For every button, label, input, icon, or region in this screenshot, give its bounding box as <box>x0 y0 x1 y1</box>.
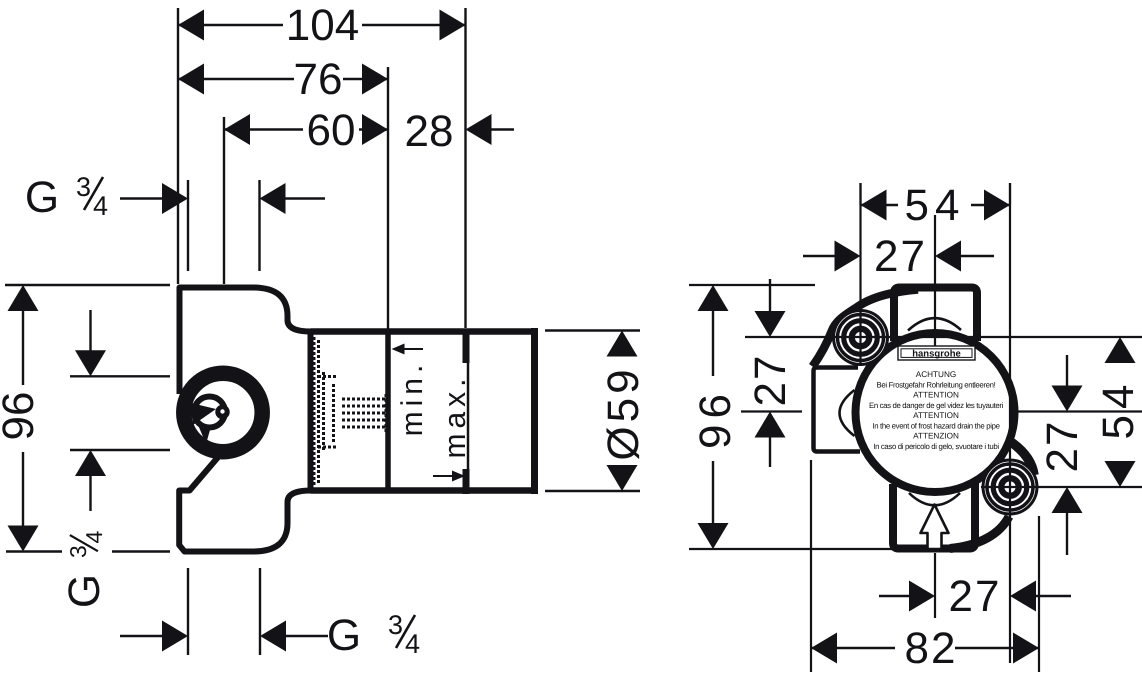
svg-text:27: 27 <box>949 572 1002 621</box>
svg-text:3: 3 <box>66 545 92 558</box>
svg-text:Ø59: Ø59 <box>599 365 648 460</box>
svg-text:4: 4 <box>93 191 108 221</box>
svg-text:3: 3 <box>388 610 403 640</box>
svg-text:ATTENZION: ATTENZION <box>913 432 959 441</box>
svg-text:27: 27 <box>746 354 795 407</box>
svg-text:4: 4 <box>405 629 420 659</box>
svg-text:G: G <box>60 574 109 608</box>
svg-text:104: 104 <box>286 1 359 50</box>
svg-text:ATTENTION: ATTENTION <box>913 411 959 420</box>
svg-text:ACHTUNG: ACHTUNG <box>916 370 956 379</box>
svg-text:76: 76 <box>294 55 343 104</box>
svg-text:27: 27 <box>1038 420 1087 473</box>
svg-text:82: 82 <box>905 624 958 673</box>
svg-text:27: 27 <box>874 232 927 281</box>
svg-text:60: 60 <box>307 106 356 155</box>
svg-text:54: 54 <box>905 181 966 230</box>
svg-text:min.: min. <box>396 360 429 437</box>
svg-text:3: 3 <box>76 172 91 202</box>
svg-text:54: 54 <box>1094 379 1142 440</box>
svg-text:ATTENTION: ATTENTION <box>913 391 959 400</box>
svg-text:G: G <box>25 173 59 222</box>
svg-text:96: 96 <box>0 392 43 441</box>
svg-text:Bei Frostgefahr Rohrleitung en: Bei Frostgefahr Rohrleitung entleeren! <box>877 380 996 389</box>
svg-text:max.: max. <box>439 373 472 458</box>
svg-text:G: G <box>327 611 361 660</box>
svg-text:In the event of frost hazard d: In the event of frost hazard drain the p… <box>872 421 999 430</box>
svg-text:4: 4 <box>82 531 108 544</box>
svg-text:In caso di pericolo di gelo, s: In caso di pericolo di gelo, svuotare i … <box>873 442 999 451</box>
svg-text:28: 28 <box>405 107 454 156</box>
svg-text:hansgrohe: hansgrohe <box>912 349 961 360</box>
svg-text:En cas de danger de gel videz: En cas de danger de gel videz les tuyaut… <box>869 401 1004 410</box>
svg-text:96: 96 <box>691 388 740 449</box>
